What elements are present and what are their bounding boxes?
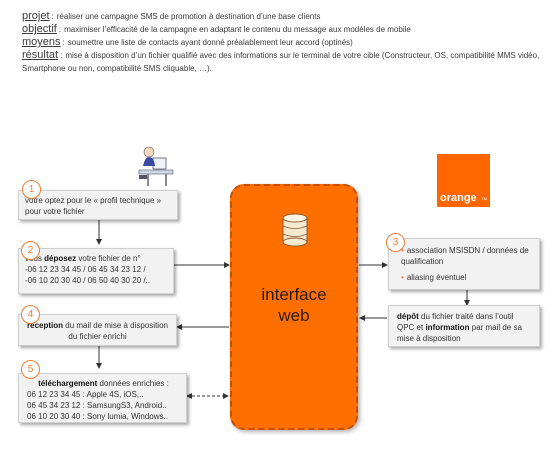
step-3-item: •aliasing éventuel (401, 273, 467, 282)
step-2-number: 2 (21, 241, 40, 260)
interface-web-box: interface web (230, 184, 358, 430)
step-1-number: 1 (22, 180, 41, 199)
intro-text: soumettre une liste de contacts ayant do… (67, 38, 353, 47)
step-2-line: -06 10 20 30 40 / 06 50 40 30 20 /.. (25, 276, 150, 285)
intro-row-moyens: moyens:soumettre une liste de contacts a… (22, 36, 353, 48)
step-4-text: du mail de mise à disposition du fichier… (63, 321, 168, 341)
step-2-title: vous déposez votre fichier de n° (25, 254, 141, 263)
step-6-bold2: information (425, 323, 470, 332)
intro-term: objectif (22, 23, 57, 35)
step-2-box: vous déposez votre fichier de n° -06 12 … (18, 248, 174, 294)
step-4-bold: réception (27, 321, 64, 330)
step-3-item: •association MSISDN / données de qualifi… (401, 246, 529, 266)
intro-term: moyens (22, 36, 61, 48)
step-5-number: 5 (21, 360, 40, 379)
step-5-line: 06 45 34 23 12 : SamsungS3, Android.. (27, 401, 167, 410)
user-desk-icon (138, 146, 174, 186)
intro-row-projet: projet:réaliser une campagne SMS de prom… (22, 10, 321, 22)
step-5-line: 06 12 23 34 45 : Apple 4S, iOS,.. (27, 390, 144, 399)
step-6-text: du fichier traité dans l’outil QPC et (397, 312, 514, 332)
step-4-number: 4 (21, 305, 40, 324)
step-5-box: téléchargement données enrichies : 06 12… (18, 373, 187, 423)
step-6-box: dépôt du fichier traité dans l’outil QPC… (388, 305, 540, 347)
database-icon (282, 213, 308, 247)
intro-row-resultat: résultat:mise à disposition d’un fichier… (22, 49, 540, 73)
step-5-line: 06 10 20 30 40 : Sony lumia, Windows.. (27, 412, 168, 421)
step-6-text-end: par mail de sa mise à disposition (397, 323, 522, 343)
intro-term: projet (22, 10, 50, 22)
intro-text: mise à disposition d’un fichier qualifié… (22, 51, 540, 73)
step-1-box: votre optez pour le « profil technique »… (18, 190, 178, 220)
step-1-text: votre optez pour le « profil technique »… (25, 196, 162, 216)
intro-text: maximiser l’efficacité de la campagne en… (64, 25, 411, 34)
interface-web-title: interface web (261, 285, 327, 325)
intro-row-objectif: objectif:maximiser l’efficacité de la ca… (22, 23, 411, 35)
step-4-box: réception du mail de mise à disposition … (18, 314, 177, 346)
intro-text: réaliser une campagne SMS de promotion à… (56, 12, 321, 21)
step-5-title: téléchargement données enrichies : (38, 379, 169, 388)
step-2-line: -06 12 23 34 45 / 06 45 34 23 12 / (25, 265, 146, 274)
step-3-number: 3 (386, 233, 405, 252)
step-3-box: •association MSISDN / données de qualifi… (388, 238, 540, 290)
step-6-bold1: dépôt (397, 312, 419, 321)
intro-block: projet:réaliser une campagne SMS de prom… (22, 10, 542, 75)
intro-term: résultat (22, 49, 59, 61)
